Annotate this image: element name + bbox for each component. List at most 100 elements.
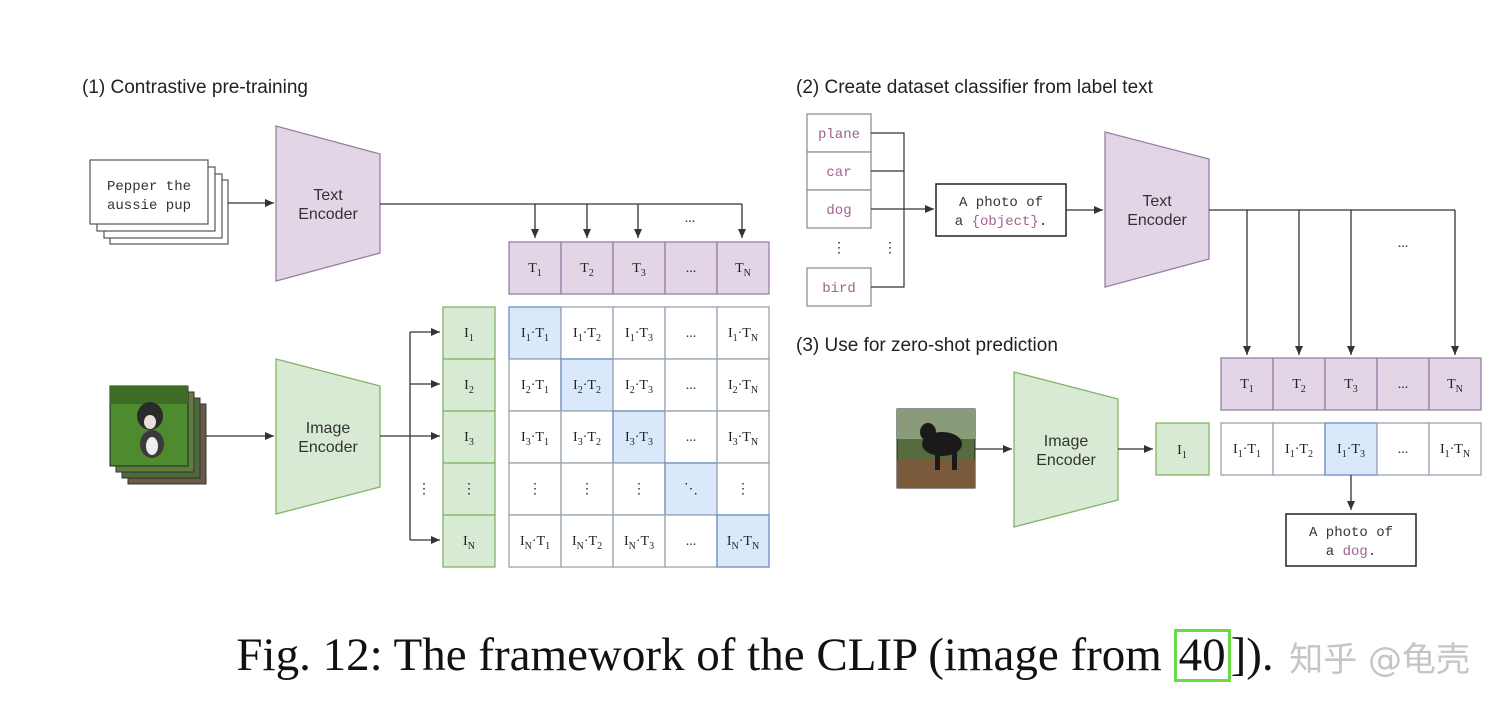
matrix-cell-label: I3·T2: [573, 430, 601, 448]
classifier-text-embedding-label: TN: [1447, 377, 1463, 395]
matrix-cell-label: I2·TN: [728, 378, 758, 396]
svg-text:Image: Image: [306, 420, 351, 437]
svg-text:Encoder: Encoder: [1127, 212, 1187, 229]
matrix-cell: [716, 462, 770, 516]
image-embedding-label: I3: [464, 430, 474, 448]
matrix-cell: [664, 358, 718, 412]
matrix-cell: [612, 410, 666, 464]
label-car: car: [826, 165, 851, 181]
image-embedding-cell: [442, 514, 496, 568]
classifier-text-embedding-label: T3: [1344, 377, 1358, 395]
text-encoder-classifier: Text Encoder: [1104, 131, 1210, 288]
text-embedding-cell: [508, 241, 562, 295]
image-encoder-pretraining: Image Encoder: [275, 358, 381, 515]
matrix-cell-label: I3·TN: [728, 430, 758, 448]
matrix-cell: [612, 514, 666, 568]
classifier-text-embedding-cell: [1428, 357, 1482, 411]
fanout-ellipsis-2: ...: [1398, 236, 1409, 251]
zeroshot-cell: [1272, 422, 1326, 476]
image-encoder-zeroshot: Image Encoder: [1013, 371, 1119, 528]
figure-caption: Fig. 12: The framework of the CLIP (imag…: [0, 628, 1510, 682]
matrix-cell-label: IN·T1: [520, 534, 550, 552]
text-embedding-cell: [612, 241, 666, 295]
classifier-text-embedding-row: T1 T2 T3... TN: [1220, 357, 1482, 411]
classifier-text-embedding-cell: [1324, 357, 1378, 411]
matrix-cell: [560, 462, 614, 516]
citation-link[interactable]: 40: [1173, 629, 1231, 682]
matrix-cell-label: IN·T2: [572, 534, 602, 552]
image-embedding-label: I1: [464, 326, 474, 344]
matrix-cell: [716, 358, 770, 412]
matrix-cell-label: I1·TN: [728, 326, 758, 344]
watermark: 知乎 @龟壳: [1289, 640, 1470, 680]
matrix-cell: [716, 410, 770, 464]
matrix-cell-label: ...: [686, 326, 697, 341]
zeroshot-cell: [1428, 422, 1482, 476]
matrix-cell-label: I3·T3: [625, 430, 653, 448]
matrix-cell-label: ⋮: [528, 482, 542, 497]
matrix-cell-label: I3·T1: [521, 430, 549, 448]
bracket-vdots: ⋮: [883, 241, 897, 256]
matrix-cell: [612, 462, 666, 516]
caption-text: Fig. 12: The framework of the CLIP (imag…: [236, 629, 1174, 681]
zeroshot-cell-label: I1·TN: [1440, 442, 1470, 460]
matrix-cell: [664, 462, 718, 516]
matrix-cell-label: I2·T3: [625, 378, 653, 396]
label-bird: bird: [822, 281, 856, 297]
matrix-cell: [716, 514, 770, 568]
zeroshot-cell: [1220, 422, 1274, 476]
svg-text:Encoder: Encoder: [1036, 452, 1096, 469]
text-embedding-cell: [716, 241, 770, 295]
fanout-ellipsis-1: ...: [685, 211, 696, 226]
text-embedding-label: T3: [632, 261, 646, 279]
classifier-text-embedding-label: T1: [1240, 377, 1254, 395]
matrix-cell-label: I1·T1: [521, 326, 549, 344]
svg-text:Encoder: Encoder: [298, 206, 358, 223]
classifier-text-embedding-cell: [1220, 357, 1274, 411]
matrix-cell-label: ...: [686, 534, 697, 549]
label-vdots: ⋮: [832, 241, 846, 256]
svg-text:A photo of: A photo of: [1309, 525, 1393, 541]
matrix-cell-label: I1·T3: [625, 326, 653, 344]
matrix-cell-label: ⋮: [736, 482, 750, 497]
zeroshot-cell-label: I1·T2: [1285, 442, 1313, 460]
text-input-line-2: aussie pup: [107, 198, 191, 214]
label-list: plane car dog ⋮ bird: [806, 113, 872, 307]
svg-text:A photo of: A photo of: [959, 195, 1043, 211]
zeroshot-cell-label: ...: [1398, 442, 1409, 457]
label-dog: dog: [826, 203, 851, 219]
label-plane: plane: [818, 127, 860, 143]
text-embedding-label: T1: [528, 261, 542, 279]
classifier-text-embedding-cell: [1376, 357, 1430, 411]
text-input-stack: Pepper the aussie pup: [89, 159, 229, 245]
svg-text:Image: Image: [1044, 433, 1089, 450]
svg-text:I1: I1: [1177, 443, 1187, 461]
classifier-text-embedding-cell: [1272, 357, 1326, 411]
classifier-title: (2) Create dataset classifier from label…: [796, 77, 1154, 98]
fanout-vdots-1: ⋮: [417, 482, 431, 497]
classifier-text-embedding-label: ...: [1398, 377, 1409, 392]
matrix-cell-label: ⋱: [684, 482, 698, 497]
text-embedding-label: T2: [580, 261, 594, 279]
image-embedding-cell: [442, 462, 496, 516]
svg-text:Text: Text: [1142, 193, 1172, 210]
image-input-stack: [109, 385, 207, 485]
pretraining-title: (1) Contrastive pre-training: [82, 77, 308, 98]
matrix-cell: [508, 306, 562, 360]
matrix-cell-label: I1·T2: [573, 326, 601, 344]
zeroshot-cell: [1324, 422, 1378, 476]
svg-text:Text: Text: [313, 187, 343, 204]
dog-image: [896, 408, 976, 489]
classifier-text-embedding-label: T2: [1292, 377, 1306, 395]
matrix-cell-label: I2·T1: [521, 378, 549, 396]
text-embedding-label: ...: [686, 261, 697, 276]
matrix-cell: [560, 514, 614, 568]
zeroshot-image-embedding: I1: [1155, 422, 1210, 476]
matrix-cell-label: ...: [686, 378, 697, 393]
svg-text:a {object}.: a {object}.: [955, 214, 1047, 230]
zeroshot-cell: [1376, 422, 1430, 476]
matrix-cell-label: I2·T2: [573, 378, 601, 396]
